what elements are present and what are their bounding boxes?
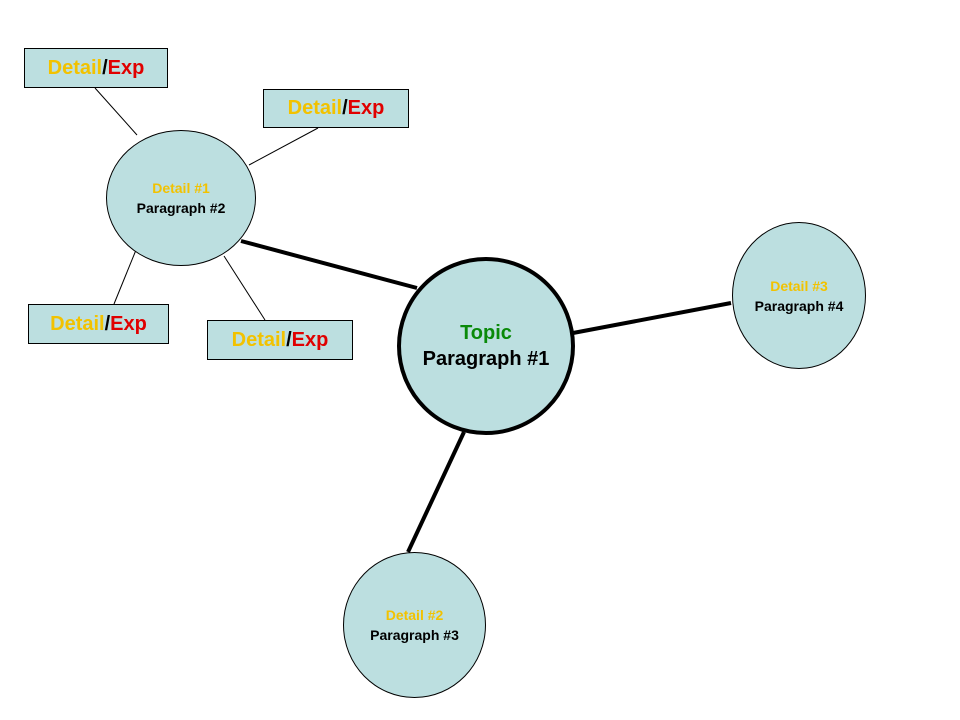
detail-exp-box-1-exp: Exp (107, 56, 145, 79)
topic-node: Topic Paragraph #1 (397, 257, 575, 435)
detail-exp-box-3: Detail/Exp (28, 304, 169, 344)
detail-exp-box-4: Detail/Exp (207, 320, 353, 360)
detail-exp-box-2-exp: Exp (347, 97, 385, 119)
detail-exp-box-3-detail: Detail (50, 312, 105, 335)
connector-detail1-box2 (248, 127, 319, 166)
detail-exp-box-1-detail: Detail (47, 56, 103, 79)
detail-1-label: Detail #1 (152, 180, 210, 196)
connector-topic-detail1 (240, 239, 418, 290)
detail-exp-box-1-separator: / (102, 56, 108, 79)
detail-exp-box-3-separator: / (104, 312, 111, 335)
connector-topic-detail2 (406, 431, 466, 553)
detail-exp-box-3-exp: Exp (110, 312, 147, 335)
detail-3-label: Detail #3 (770, 277, 828, 294)
connector-detail1-box3 (113, 249, 137, 305)
connector-detail1-box1 (94, 87, 138, 136)
detail-exp-box-2-separator: / (342, 97, 348, 119)
detail-1-paragraph-label: Paragraph #2 (136, 200, 226, 216)
detail-node-2: Detail #2 Paragraph #3 (343, 552, 486, 698)
topic-paragraph-label: Paragraph #1 (422, 348, 550, 370)
detail-node-1: Detail #1 Paragraph #2 (106, 130, 256, 266)
detail-node-3: Detail #3 Paragraph #4 (732, 222, 866, 369)
detail-exp-box-1: Detail/Exp (24, 48, 168, 88)
detail-exp-box-4-separator: / (286, 328, 292, 351)
connector-detail1-box4 (223, 255, 266, 321)
detail-2-label: Detail #2 (385, 607, 444, 623)
detail-exp-box-4-detail: Detail (231, 328, 287, 351)
connector-topic-detail3 (572, 301, 732, 335)
detail-exp-box-2: Detail/Exp (263, 89, 409, 128)
detail-exp-box-4-exp: Exp (291, 328, 329, 351)
detail-2-paragraph-label: Paragraph #3 (370, 627, 459, 643)
detail-exp-box-2-detail: Detail (287, 97, 343, 119)
detail-3-paragraph-label: Paragraph #4 (754, 297, 844, 314)
topic-label: Topic (460, 322, 512, 344)
